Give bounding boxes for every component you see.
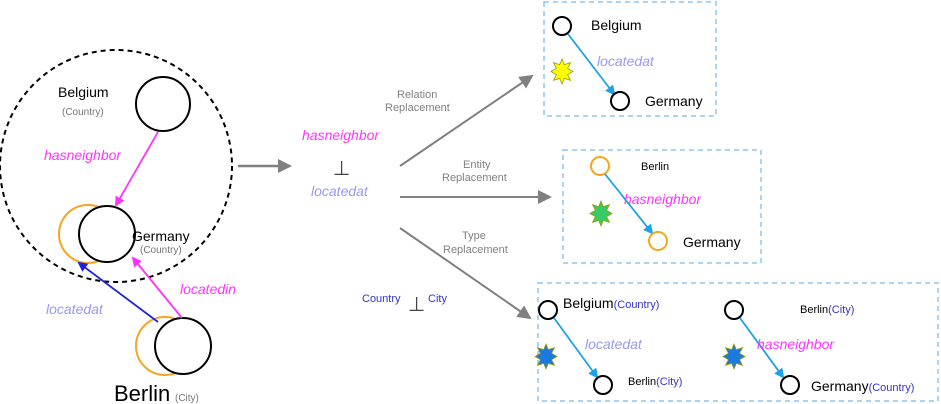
type-a-corruption-star-icon bbox=[534, 342, 558, 371]
type-b-head-node[interactable] bbox=[724, 300, 744, 320]
type-replacement-result: Belgium(Country) locatedat Berlin(City) … bbox=[534, 282, 939, 402]
type-a-tail-label: Berlin(City) bbox=[628, 376, 682, 388]
type-replacement-label-2: Replacement bbox=[443, 244, 508, 256]
entity-edge-label: hasneighbor bbox=[624, 191, 702, 207]
belgium-type-label: (Country) bbox=[62, 107, 104, 118]
type-a-tail-node[interactable] bbox=[593, 375, 613, 395]
type-left: Country bbox=[362, 293, 401, 305]
type-a-tail-name: Berlin bbox=[628, 376, 656, 388]
belgium-node[interactable] bbox=[135, 76, 191, 132]
type-b-edge bbox=[739, 317, 785, 379]
type-a-head-name: Belgium bbox=[563, 295, 614, 311]
type-right: City bbox=[428, 293, 447, 305]
type-b-head-label: Berlin(City) bbox=[800, 304, 854, 316]
edge-berlin-germany-blue bbox=[77, 261, 159, 323]
type-a-edge bbox=[553, 317, 599, 379]
type-b-tail-label: Germany(Country) bbox=[811, 378, 914, 394]
type-result-box bbox=[537, 282, 939, 402]
type-a-tail-type: (City) bbox=[656, 376, 682, 388]
entity-replacement-label-1: Entity bbox=[463, 159, 491, 171]
type-a-head-type: (Country) bbox=[614, 299, 660, 311]
edge-label-locatedin: locatedin bbox=[180, 281, 236, 297]
relation-result-box bbox=[543, 1, 717, 117]
edge-belgium-germany bbox=[115, 131, 159, 207]
entity-head-node[interactable] bbox=[590, 156, 610, 176]
relation-tail-label: Germany bbox=[645, 93, 703, 109]
disjoint-relation-bottom: locatedat bbox=[311, 183, 369, 199]
entity-replacement-label-2: Replacement bbox=[442, 172, 507, 184]
edge-berlin-germany-magenta bbox=[131, 256, 183, 319]
entity-edge bbox=[604, 173, 654, 235]
relation-head-label: Belgium bbox=[591, 17, 642, 33]
entity-tail-node[interactable] bbox=[648, 231, 668, 251]
type-a-head-node[interactable] bbox=[538, 300, 558, 320]
type-b-head-name: Berlin bbox=[800, 304, 828, 316]
type-b-tail-type: (Country) bbox=[869, 382, 915, 394]
berlin-type-label: (City) bbox=[175, 393, 199, 404]
entity-tail-label: Germany bbox=[683, 234, 741, 250]
relation-replacement-label-2: Replacement bbox=[385, 102, 450, 114]
type-replacement-arrow bbox=[399, 227, 532, 320]
belgium-label: Belgium bbox=[58, 84, 109, 100]
berlin-node[interactable] bbox=[154, 317, 212, 375]
germany-label: Germany bbox=[132, 228, 190, 244]
entity-head-label: Berlin bbox=[641, 161, 669, 173]
type-b-edge-label: hasneighbor bbox=[757, 336, 835, 352]
type-b-tail-name: Germany bbox=[811, 378, 869, 394]
relation-replacement-arrow bbox=[399, 74, 534, 167]
type-a-head-label: Belgium(Country) bbox=[563, 295, 659, 311]
type-a-edge-label: locatedat bbox=[585, 336, 643, 352]
berlin-label: Berlin bbox=[114, 381, 170, 404]
type-b-tail-node[interactable] bbox=[780, 375, 800, 395]
relation-edge-label: locatedat bbox=[597, 53, 655, 69]
edge-label-hasneighbor: hasneighbor bbox=[44, 147, 122, 163]
germany-node[interactable] bbox=[78, 205, 136, 263]
type-disjoint-symbol: ⊥ bbox=[408, 294, 425, 316]
entity-corruption-star-icon bbox=[589, 199, 613, 228]
edge-label-locatedat: locatedat bbox=[46, 301, 104, 317]
disjoint-symbol: ⊥ bbox=[333, 158, 350, 180]
relation-corruption-star-icon bbox=[550, 57, 574, 86]
disjoint-relation-top: hasneighbor bbox=[302, 127, 380, 143]
relation-tail-node[interactable] bbox=[610, 91, 630, 111]
type-b-head-type: (City) bbox=[828, 304, 854, 316]
entity-result-box bbox=[562, 149, 762, 264]
left-knowledge-graph: Belgium (Country) Germany (Country) Berl… bbox=[0, 49, 236, 404]
type-b-corruption-star-icon bbox=[722, 342, 746, 371]
graph-boundary-circle bbox=[0, 49, 233, 283]
type-replacement-label-1: Type bbox=[462, 230, 486, 242]
relation-replacement-label-1: Relation bbox=[397, 89, 437, 101]
relation-replacement-result: Belgium locatedat Germany bbox=[543, 1, 717, 117]
germany-type-label: (Country) bbox=[140, 245, 182, 256]
relation-edge bbox=[567, 33, 616, 96]
entity-replacement-result: Berlin hasneighbor Germany bbox=[562, 149, 762, 264]
relation-head-node[interactable] bbox=[552, 16, 572, 36]
